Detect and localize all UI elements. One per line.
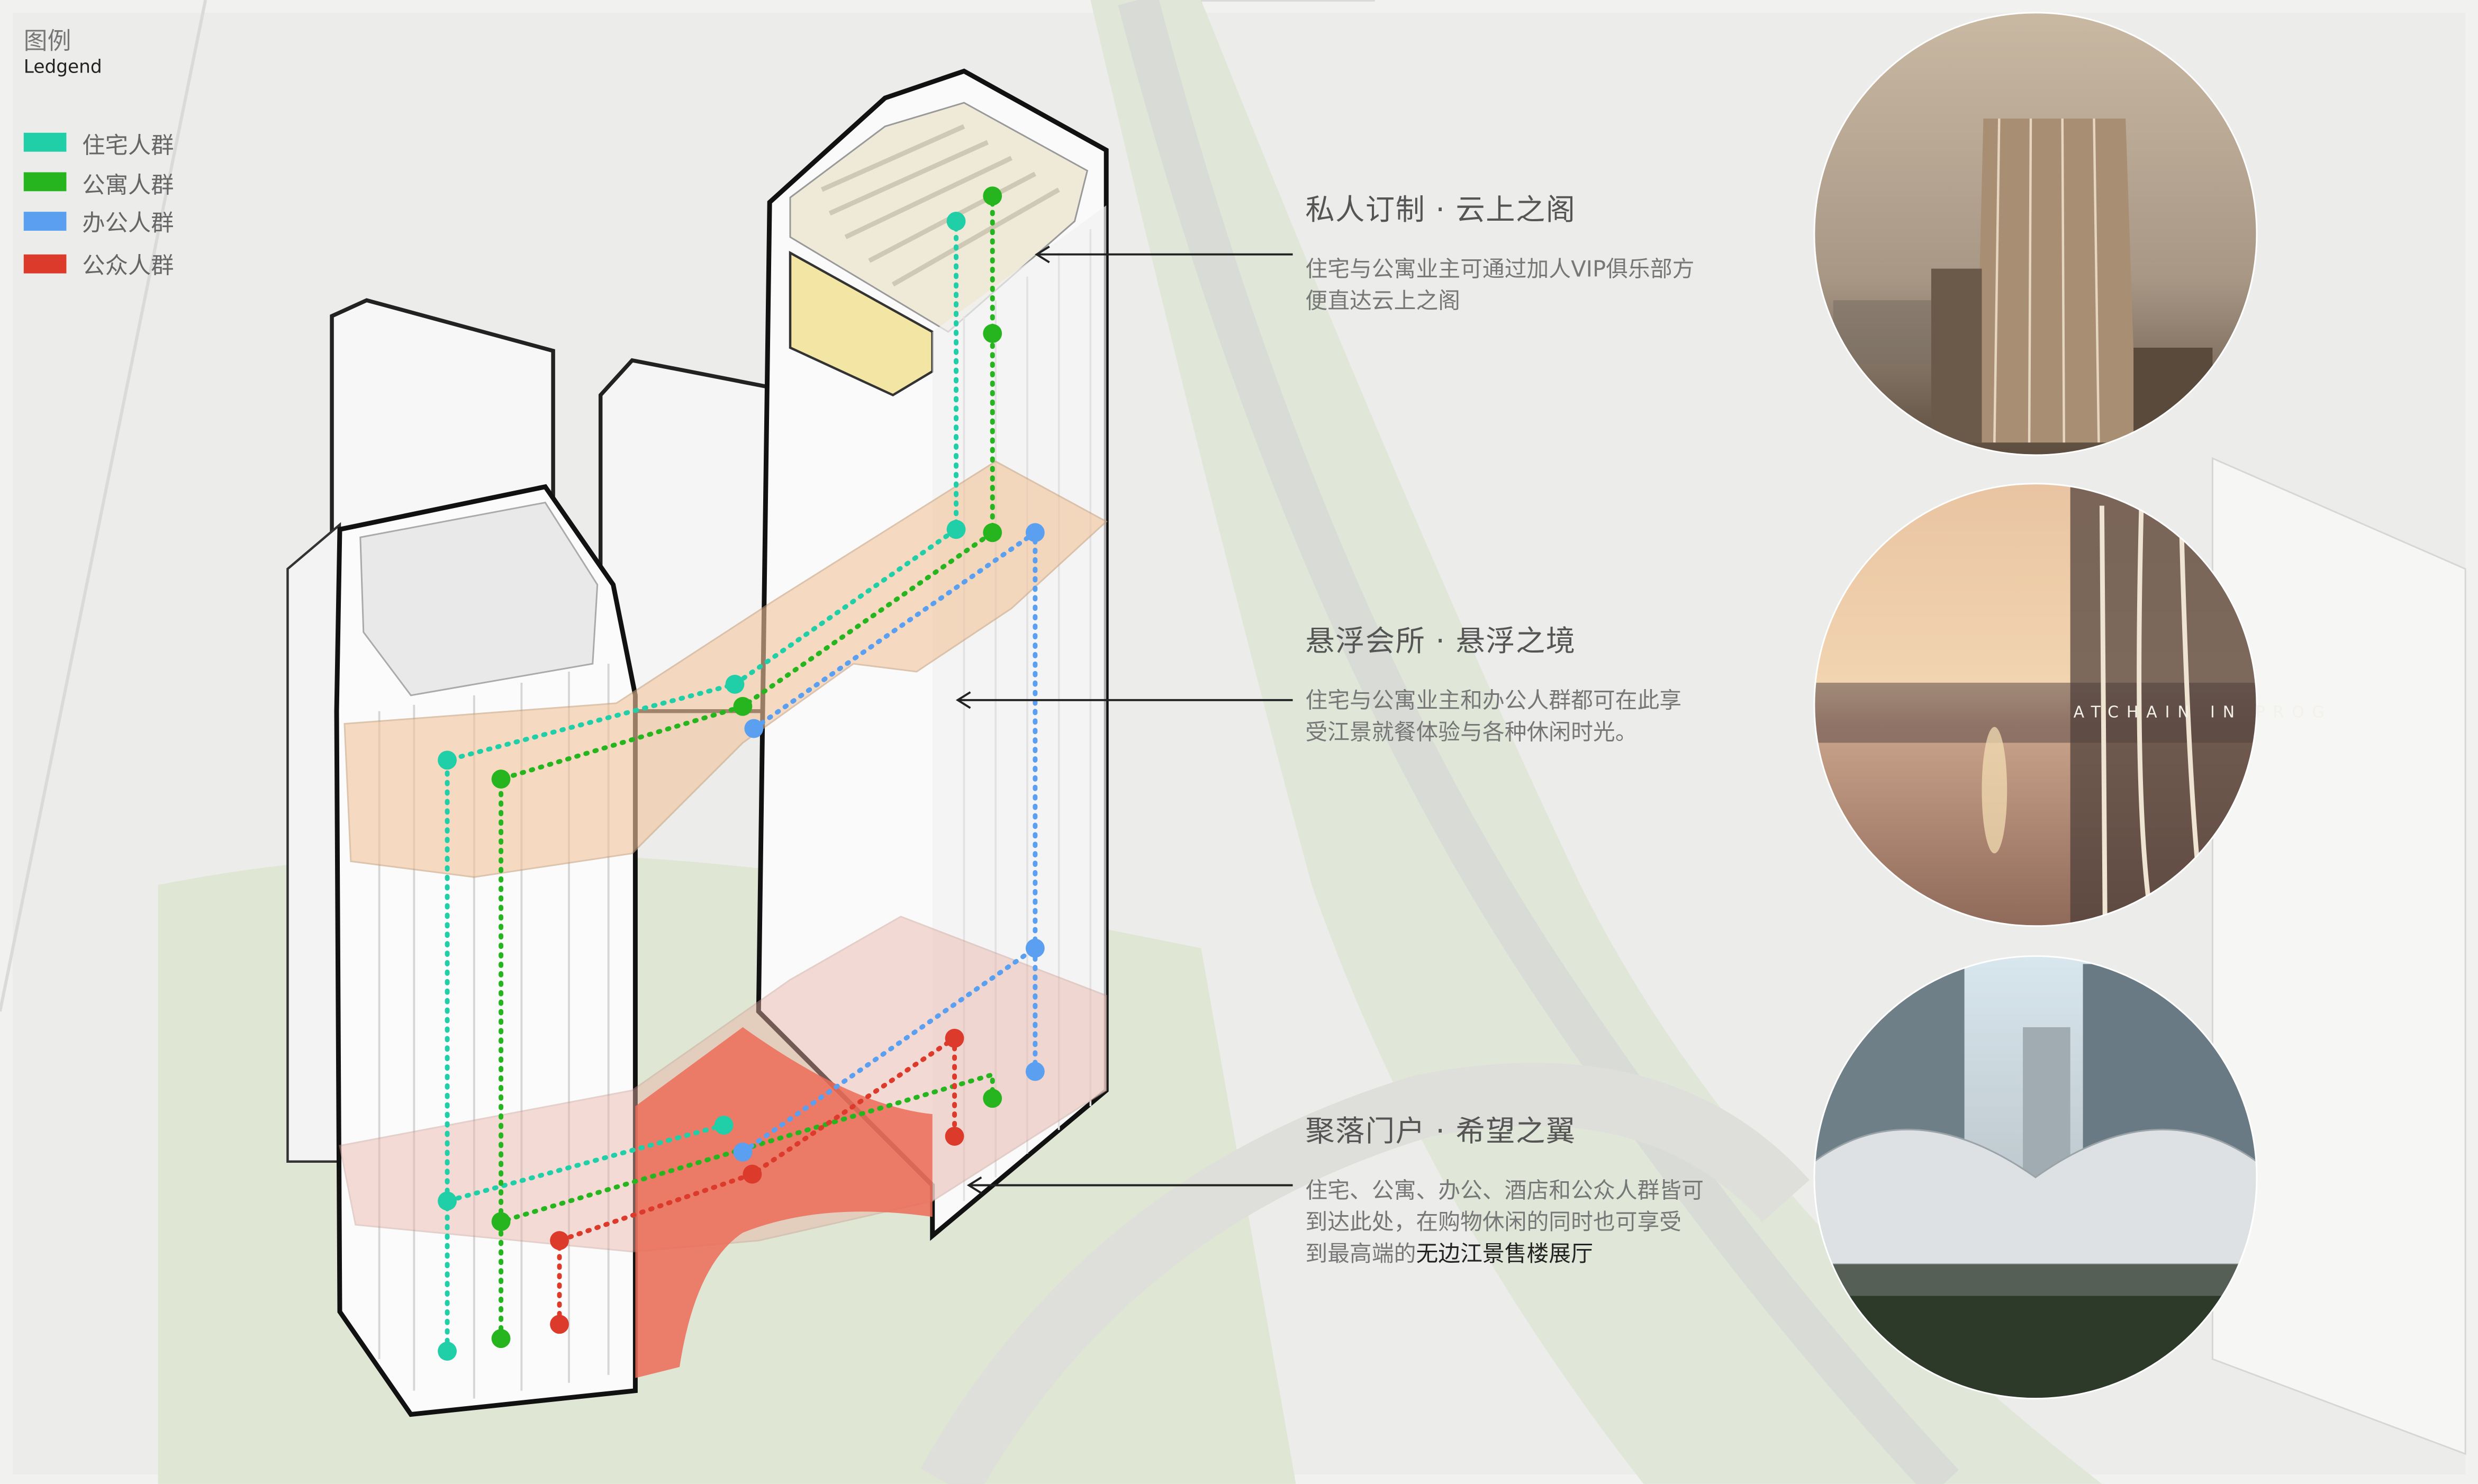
podium-band [339,916,1107,1378]
desc-text: 到最高端的 [1305,1242,1416,1268]
photo-gateway-podium [1814,956,2257,1399]
annotation-desc-gateway: 住宅、公寓、办公、酒店和公众人群皆可 到达此处，在购物休闲的同时也可享受 到最高… [1305,1176,1703,1271]
desc-line: 住宅与公寓业主可通过加人VIP俱乐部方 [1305,257,1695,283]
route-nodes [438,186,1045,1361]
photo-frames [1813,12,2258,1400]
legend-label-apartment: 公寓人群 [82,174,174,200]
desc-line: 到达此处，在购物休闲的同时也可享受 [1305,1210,1682,1236]
legend-swatch-apartment [23,172,67,192]
legend-swatch-residential [23,132,67,152]
desc-line: 住宅与公寓业主和办公人群都可在此享 [1305,689,1682,714]
legend-label-public: 公众人群 [82,254,174,280]
desc-line: 受江景就餐体验与各种休闲时光。 [1305,720,1638,746]
annotation-desc-sky-pavilion: 住宅与公寓业主可通过加人VIP俱乐部方 便直达云上之阁 [1305,255,1694,318]
legend-title: 图例 [23,26,71,56]
legend-swatch-office [23,212,67,231]
photo-watermark: ATCHAIN IN PROG [2073,704,2332,722]
leader-arrows [955,246,1293,1195]
desc-line: 住宅、公寓、办公、酒店和公众人群皆可 [1305,1179,1704,1205]
desc-line: 便直达云上之阁 [1305,289,1461,315]
desc-line: 到最高端的无边江景售楼展厅 [1305,1239,1703,1271]
photo-sky-pavilion [1814,12,2257,455]
short-tower [334,484,638,1417]
legend-label-residential: 住宅人群 [82,134,174,160]
annotation-title-sky-pavilion: 私人订制 · 云上之阁 [1305,194,1576,228]
legend-label-office: 办公人群 [82,212,174,237]
sky-club-band [343,460,1108,878]
desc-highlight: 无边江景售楼展厅 [1416,1242,1593,1268]
annotation-desc-floating-club: 住宅与公寓业主和办公人群都可在此享 受江景就餐体验与各种休闲时光。 [1305,686,1681,749]
legend-swatch-public [23,254,67,274]
photo-floating-club [1814,483,2257,926]
annotation-title-gateway: 聚落门户 · 希望之翼 [1305,1116,1576,1149]
annotation-title-floating-club: 悬浮会所 · 悬浮之境 [1305,626,1576,659]
legend-subtitle: Ledgend [23,55,102,78]
